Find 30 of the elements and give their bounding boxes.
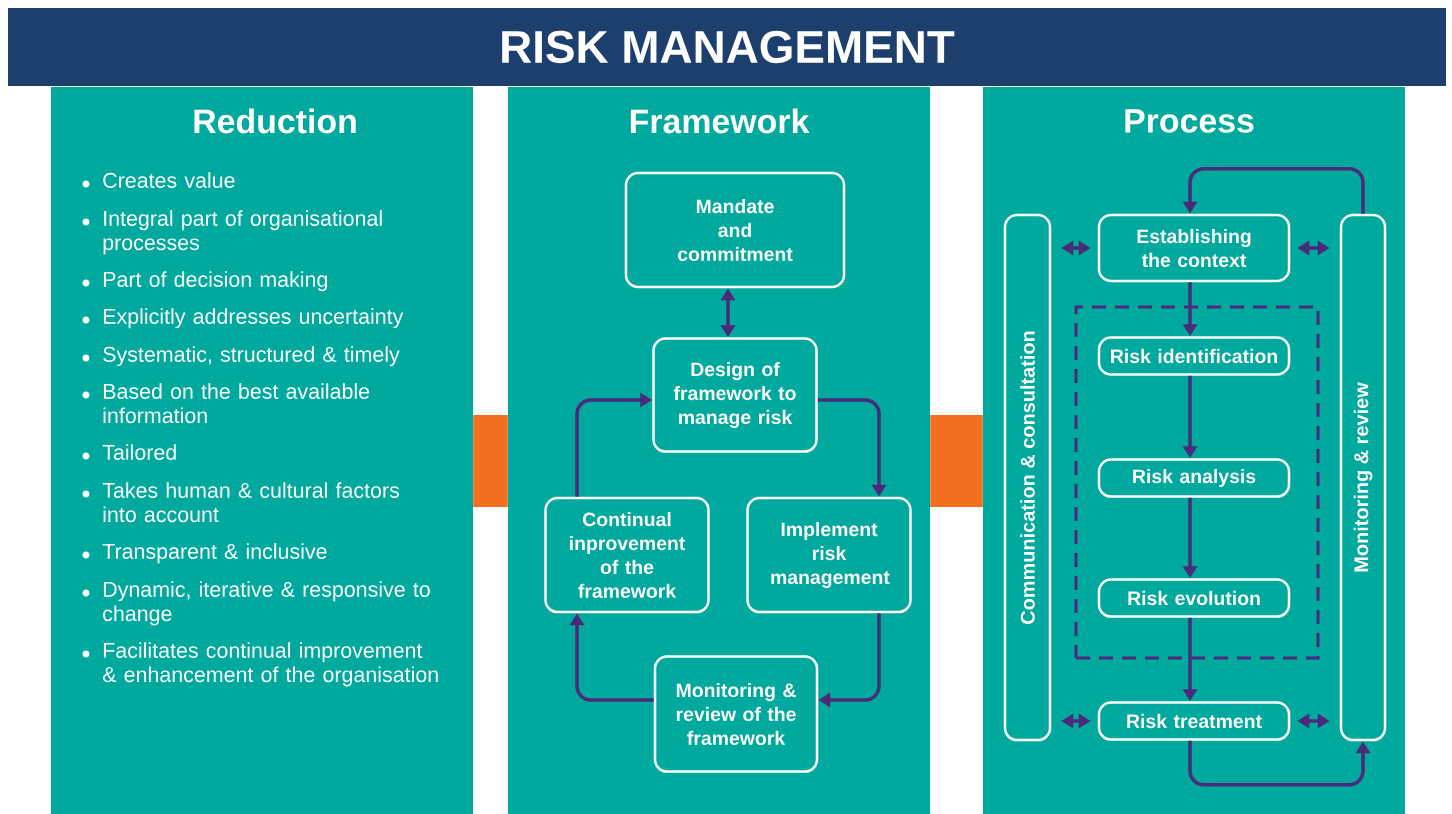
bullet-item: Facilitates continual improvement & enhancement of the organisation xyxy=(82,642,438,687)
bullet-item: Part of decision making xyxy=(82,271,327,292)
process-box: Risk identification xyxy=(1097,336,1291,376)
bullet-item: Based on the best available information xyxy=(82,383,370,424)
bullet-item: Systematic, structured & timely xyxy=(82,346,400,367)
process-box: Design of framework to manage risk xyxy=(652,337,818,453)
process-box: Continual inprovement of the framework xyxy=(544,496,710,614)
process-box: Risk analysis xyxy=(1097,458,1291,498)
bullet-item: Integral part of organisational processes xyxy=(82,210,382,255)
process-box: Risk treatment xyxy=(1097,701,1291,741)
panel-heading: Framework xyxy=(630,108,810,134)
panel-heading: Reduction xyxy=(194,108,356,134)
bullet-item: Tailored xyxy=(82,444,176,460)
bullet-item: Dynamic, iterative & responsive to change xyxy=(82,581,430,626)
bullet-item: Creates value xyxy=(82,172,235,188)
title-banner: RISK MANAGEMENT xyxy=(8,8,1447,86)
connector-band xyxy=(930,415,983,507)
process-box: Establishing the context xyxy=(1097,213,1291,283)
side-bar: Communication & consultation xyxy=(1003,213,1052,742)
connector-band xyxy=(473,415,508,507)
dashed-frame xyxy=(1074,305,1320,660)
bullet-item: Takes human & cultural factors into account xyxy=(82,482,399,523)
panel-heading: Process xyxy=(1125,109,1254,133)
bullet-item: Transparent & inclusive xyxy=(82,543,327,564)
process-box: Mandate and commitment xyxy=(624,171,846,289)
side-bar: Monitoring & review xyxy=(1339,213,1387,742)
process-box: Monitoring & review of the framework xyxy=(653,655,819,773)
process-box: Risk evolution xyxy=(1097,578,1291,618)
process-box: Implement risk management xyxy=(746,496,912,614)
bullet-item: Explicitly addresses uncertainty xyxy=(82,308,404,329)
